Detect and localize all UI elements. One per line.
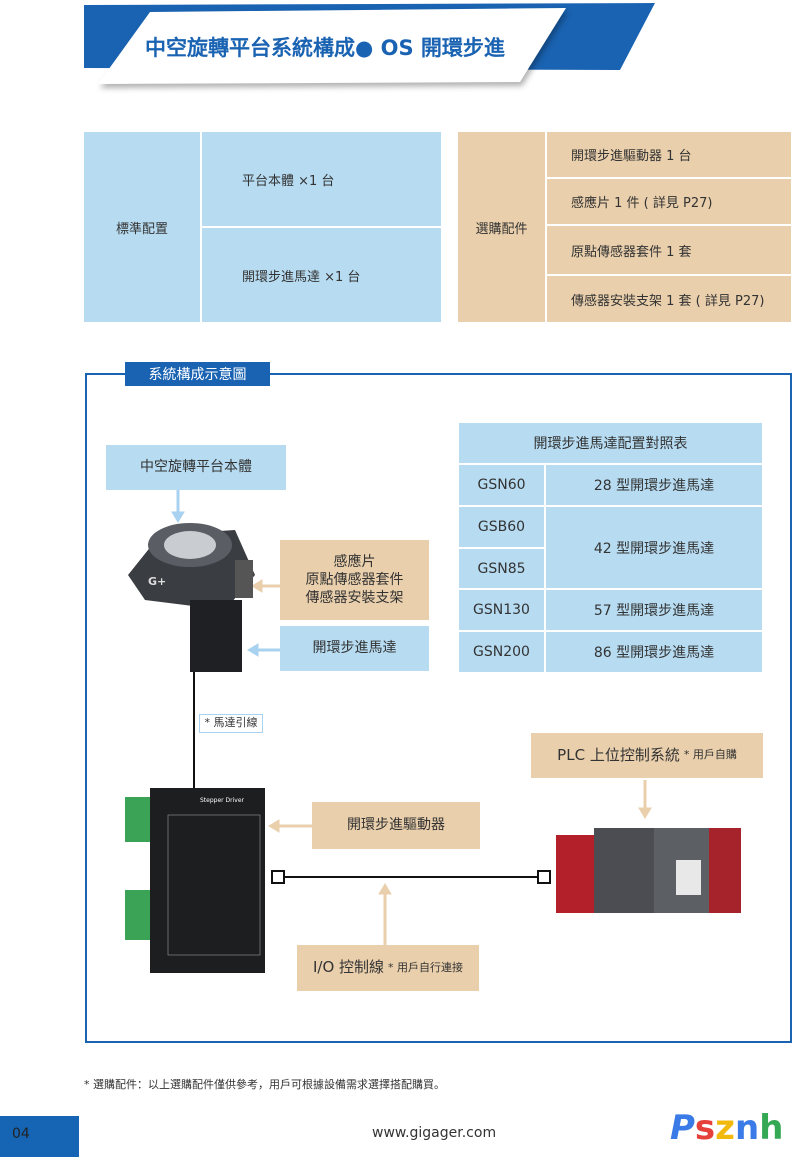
plc-image — [556, 828, 741, 913]
model-cell: GSN200 — [459, 632, 544, 672]
stepper-driver-image — [125, 788, 265, 973]
arrow-driver — [268, 819, 312, 833]
plc-note: * 用戶自購 — [683, 748, 737, 762]
io-label: I/O 控制線 * 用戶自行連接 — [297, 945, 479, 991]
svg-text:G+: G+ — [148, 575, 166, 588]
brand-logo: Psznh — [670, 1108, 784, 1148]
optional-item: 傳感器安裝支架 1 套 ( 詳見 P27) — [547, 276, 791, 322]
sensor-label-line: 原點傳感器套件 — [305, 571, 404, 588]
driver-label: 開環步進驅動器 — [312, 802, 480, 849]
standard-item: 開環步進馬達 ×1 台 — [202, 228, 441, 322]
banner-shape — [84, 3, 655, 84]
plc-label-text: PLC 上位控制系統 — [557, 745, 680, 764]
page-number: 04 — [0, 1116, 79, 1157]
model-cell: GSN60 — [459, 465, 544, 505]
standard-config-label: 標準配置 — [84, 132, 200, 322]
arrow-motor — [247, 643, 280, 657]
arrow-io — [378, 883, 392, 945]
io-note: * 用戶自行連接 — [388, 960, 464, 974]
sensor-label-line: 感應片 — [333, 553, 376, 570]
platform-label: 中空旋轉平台本體 — [106, 445, 286, 490]
model-cell: GSB60 — [459, 507, 544, 547]
footnote: * 選購配件：以上選購配件僅供參考，用戶可根據設備需求選擇搭配購買。 — [84, 1078, 445, 1091]
plc-label: PLC 上位控制系統 * 用戶自購 — [531, 733, 763, 778]
page-title: 中空旋轉平台系統構成● OS 開環步進 — [145, 36, 505, 60]
motor-table-title: 開環步進馬達配置對照表 — [459, 423, 762, 463]
diagram-section-title: 系統構成示意圖 — [125, 362, 270, 386]
rotary-platform-image: G+ — [128, 523, 255, 672]
io-label-text: I/O 控制線 — [312, 958, 385, 977]
optional-config-label: 選購配件 — [458, 132, 545, 322]
motor-cell: 42 型開環步進馬達 — [546, 507, 762, 588]
optional-item: 感應片 1 件 ( 詳見 P27) — [547, 179, 791, 224]
header-banner: 中空旋轉平台系統構成● OS 開環步進 — [0, 0, 800, 100]
arrow-sensor — [251, 579, 280, 593]
optional-item: 原點傳感器套件 1 套 — [547, 226, 791, 274]
sensor-label: 感應片 原點傳感器套件 傳感器安裝支架 — [280, 540, 429, 620]
diagram-frame — [85, 373, 792, 1043]
motor-cell: 57 型開環步進馬達 — [546, 590, 762, 630]
arrow-plc — [638, 780, 652, 819]
model-cell: GSN85 — [459, 549, 544, 588]
standard-item: 平台本體 ×1 台 — [202, 132, 441, 226]
optional-item: 開環步進驅動器 1 台 — [547, 132, 791, 177]
model-cell: GSN130 — [459, 590, 544, 630]
website-url[interactable]: www.gigager.com — [372, 1125, 497, 1141]
driver-text: Stepper Driver — [200, 797, 244, 804]
motor-lead-label: * 馬達引線 — [199, 714, 263, 733]
motor-cell: 28 型開環步進馬達 — [546, 465, 762, 505]
motor-cell: 86 型開環步進馬達 — [546, 632, 762, 672]
motor-label: 開環步進馬達 — [280, 626, 429, 671]
arrow-platform — [171, 490, 185, 523]
sensor-label-line: 傳感器安裝支架 — [305, 590, 404, 607]
